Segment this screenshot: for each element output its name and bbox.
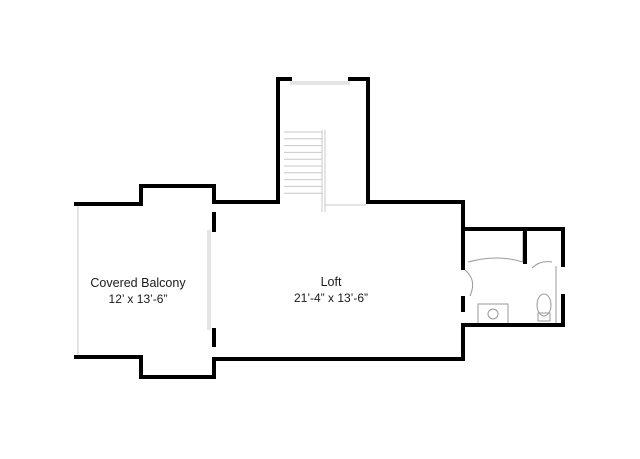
bathroom-fixtures — [461, 232, 557, 325]
loft-dimensions: 21’-4” x 13’-6” — [294, 291, 368, 305]
toilet-icon — [536, 293, 552, 317]
balcony-dimensions: 12’ x 13’-6” — [109, 292, 168, 306]
staircase — [284, 81, 366, 212]
balcony-name: Covered Balcony — [90, 276, 186, 290]
loft-name: Loft — [321, 275, 342, 289]
walls — [74, 77, 565, 379]
